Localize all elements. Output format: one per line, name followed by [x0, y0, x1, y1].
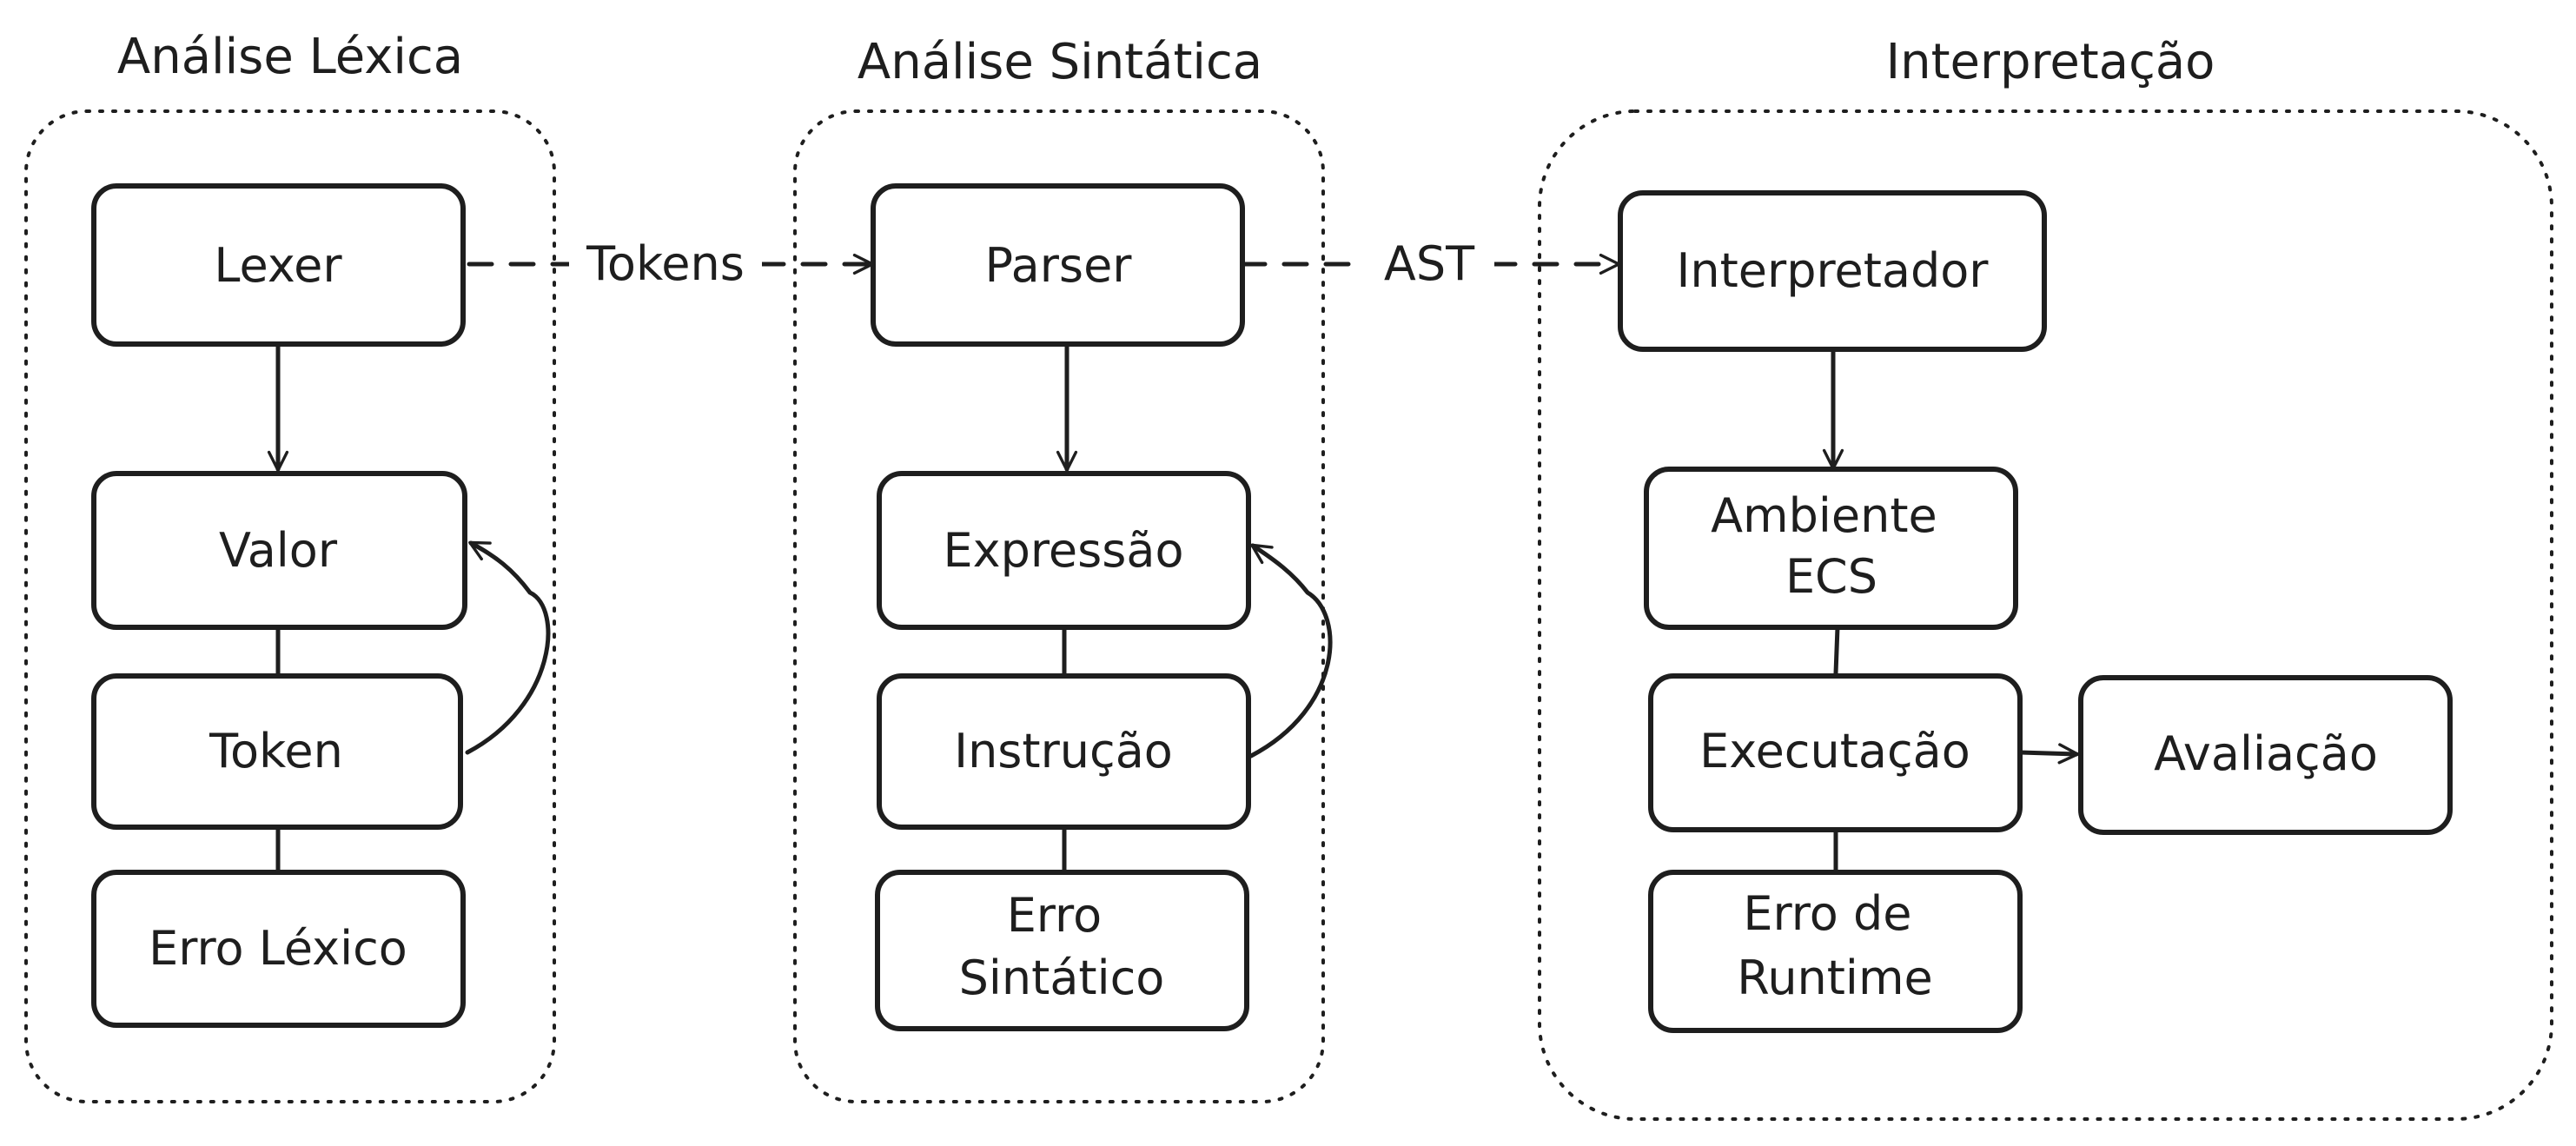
node-ambiente-ecs-box [1644, 467, 2018, 630]
node-token: Token [91, 673, 463, 830]
group-interp: Interpretação [1538, 34, 2553, 1121]
group-sintatica: Análise Sintática [793, 34, 1325, 1103]
node-valor-label: Valor [219, 523, 338, 578]
node-executacao: Executação [1648, 673, 2023, 832]
node-erro-sintatico: Erro Sintático [875, 870, 1249, 1031]
node-erro-sintatico-box [875, 870, 1249, 1031]
node-avaliacao: Avaliação [2078, 675, 2453, 835]
edge-token-to-valor [465, 540, 551, 755]
node-erro-sintatico-label: Erro Sintático [959, 888, 1165, 1005]
node-avaliacao-label: Avaliação [2154, 726, 2378, 781]
group-sintatica-title: Análise Sintática [858, 34, 1262, 90]
node-expressao-label: Expressão [944, 523, 1184, 578]
edge-parser-to-interpretador: AST [1240, 233, 1620, 292]
node-interpretador-box [1618, 190, 2047, 352]
edge-instrucao-to-expressao [1248, 543, 1333, 758]
group-interp-frame [1538, 109, 2553, 1121]
node-erro-lexico-label: Erro Léxico [149, 921, 407, 976]
edges-layer: Tokens AST [267, 233, 2079, 875]
edge-parser-to-interpretador-label-bg [1364, 233, 1494, 292]
node-erro-runtime-label: Erro de Runtime [1737, 886, 1933, 1005]
node-expressao: Expressão [877, 471, 1251, 630]
node-parser: Parser [871, 183, 1245, 347]
node-erro-runtime-box [1648, 870, 2023, 1033]
node-token-label: Token [209, 724, 343, 778]
node-instrucao-label: Instrução [954, 724, 1173, 778]
node-executacao-box [1648, 673, 2023, 832]
node-lexer-label: Lexer [214, 238, 342, 293]
node-ambiente-ecs-label: Ambiente ECS [1711, 488, 1952, 604]
node-instrucao-box [877, 673, 1251, 830]
node-lexer-box [91, 183, 466, 347]
node-valor: Valor [91, 471, 467, 630]
node-parser-box [871, 183, 1245, 347]
node-executacao-label: Executação [1699, 724, 1970, 778]
group-lexica: Análise Léxica [24, 29, 556, 1103]
node-valor-box [91, 471, 467, 630]
edge-ambiente-executacao [1833, 625, 1840, 676]
edge-parser-to-interpretador-label: AST [1384, 236, 1475, 291]
edge-lexer-to-parser: Tokens [467, 233, 874, 292]
node-ambiente-ecs: Ambiente ECS [1644, 467, 2018, 630]
edge-executacao-to-avaliacao [2017, 743, 2079, 765]
node-interpretador-label: Interpretador [1676, 243, 1989, 298]
node-instrucao: Instrução [877, 673, 1251, 830]
edge-lexer-to-parser-label: Tokens [586, 236, 745, 291]
group-interp-title: Interpretação [1886, 34, 2215, 90]
nodes-layer: Lexer Valor Token Erro Léxico Parser Exp… [91, 183, 2453, 1033]
edge-lexer-to-parser-label-bg [569, 233, 762, 292]
node-erro-lexico: Erro Léxico [91, 870, 466, 1028]
node-lexer: Lexer [91, 183, 466, 347]
group-lexica-title: Análise Léxica [117, 29, 463, 85]
node-token-box [91, 673, 463, 830]
node-avaliacao-box [2078, 675, 2453, 835]
node-parser-label: Parser [985, 238, 1133, 293]
group-lexica-frame [24, 109, 556, 1103]
node-erro-lexico-box [91, 870, 466, 1028]
node-erro-runtime: Erro de Runtime [1648, 870, 2023, 1033]
group-sintatica-frame [793, 109, 1325, 1103]
node-expressao-box [877, 471, 1251, 630]
node-interpretador: Interpretador [1618, 190, 2047, 352]
